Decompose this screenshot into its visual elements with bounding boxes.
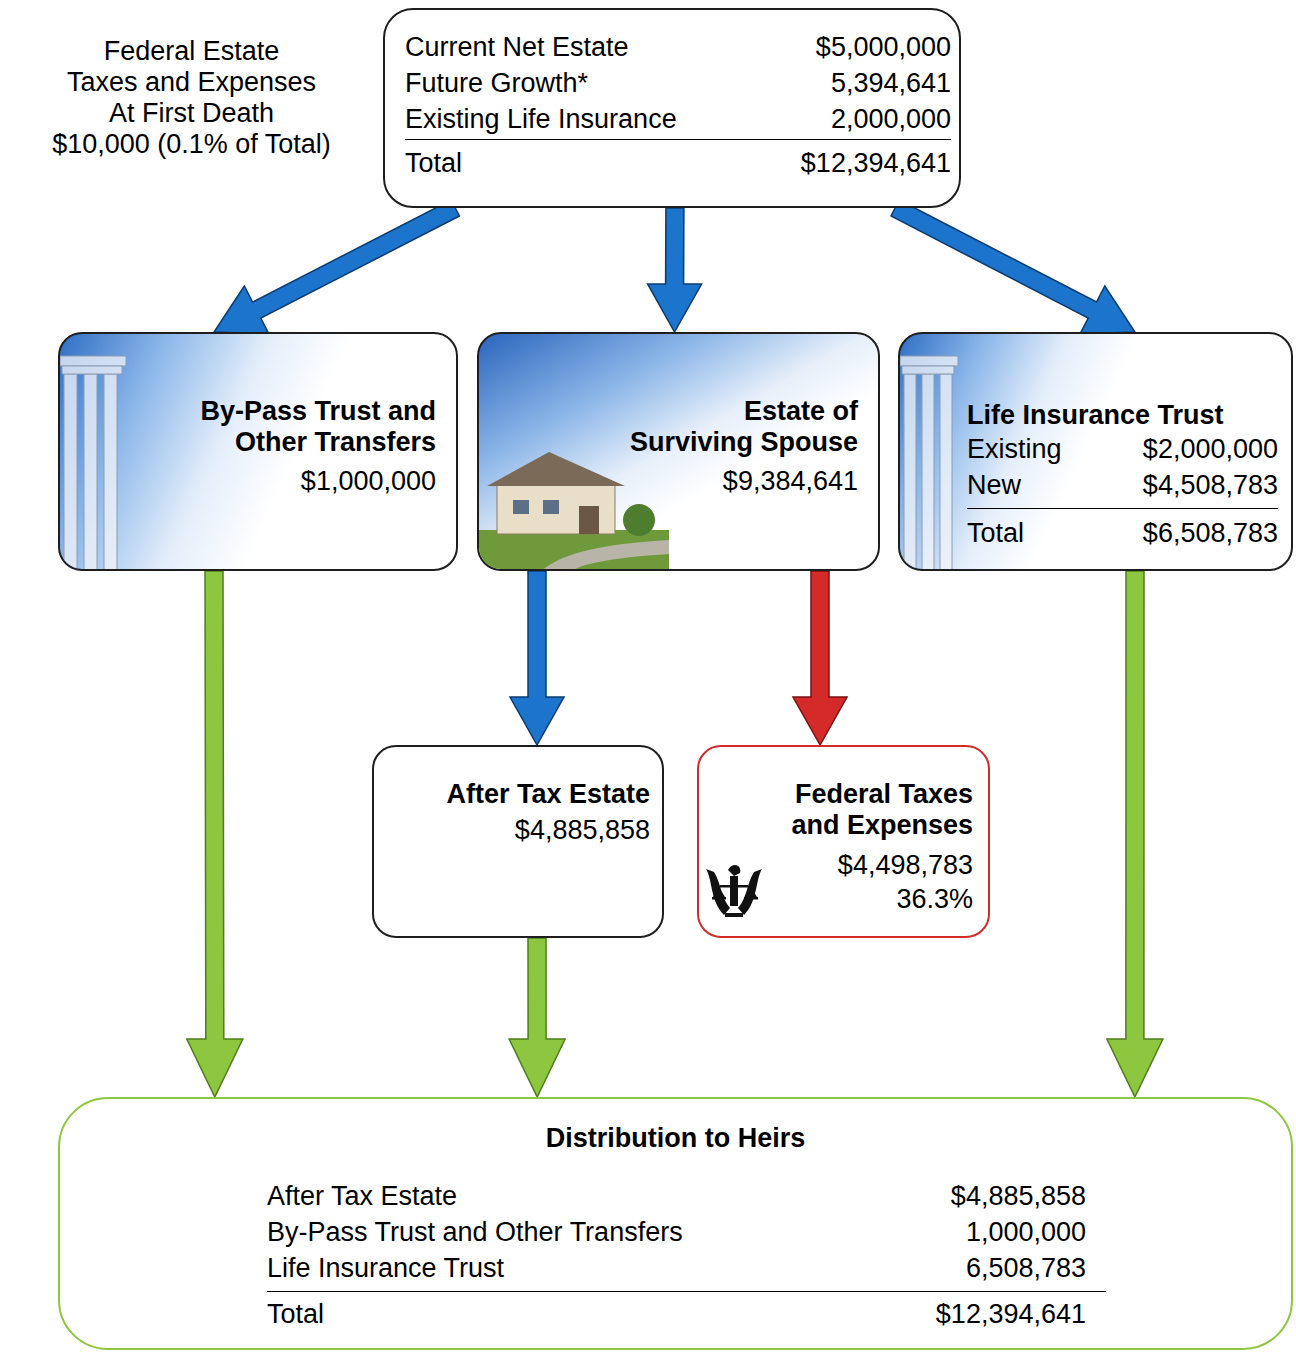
total-rule xyxy=(967,508,1278,509)
box-value: $12,394,641 xyxy=(801,148,951,179)
flow-arrow xyxy=(793,571,847,745)
bypass-trust-box: By-Pass Trust and Other Transfers $1,000,… xyxy=(58,332,458,571)
columns-picture xyxy=(60,334,132,571)
box-value: $4,885,858 xyxy=(515,815,650,846)
side-note-text: $10,000 (0.1% of Total) xyxy=(0,129,383,160)
irs-eagle-icon xyxy=(703,861,765,923)
box-value: Existing Life Insurance xyxy=(405,104,677,135)
box-value: After Tax Estate xyxy=(267,1181,457,1212)
federal-taxes-box: Federal Taxes and Expenses $4,498,78336.3… xyxy=(697,745,990,938)
box-value: $2,000,000 xyxy=(1143,434,1278,465)
box-heading: After Tax Estate xyxy=(446,779,650,810)
columns-picture xyxy=(900,334,962,571)
box-value: Total xyxy=(267,1299,324,1330)
flow-arrow xyxy=(891,200,1135,334)
box-value: Current Net Estate xyxy=(405,32,629,63)
box-value: $5,000,000 xyxy=(816,32,951,63)
flow-arrow xyxy=(509,938,565,1097)
total-rule xyxy=(405,139,951,140)
box-value: $9,384,641 xyxy=(723,466,858,497)
after-tax-estate-box: After Tax Estate $4,885,858 xyxy=(372,745,664,938)
side-note: Federal Estate Taxes and Expenses At Fir… xyxy=(0,36,383,160)
box-value: New xyxy=(967,470,1021,501)
total-rule xyxy=(267,1291,1106,1292)
box-value: 6,508,783 xyxy=(966,1253,1086,1284)
box-heading: By-Pass Trust and Other Transfers xyxy=(198,396,436,458)
box-value: Total xyxy=(967,518,1024,549)
box-value: 36.3% xyxy=(896,884,973,915)
estate-summary-box: Current Net Estate $5,000,000Future Growt… xyxy=(383,8,961,208)
box-value: 1,000,000 xyxy=(966,1217,1086,1248)
box-heading: Federal Taxes and Expenses xyxy=(789,779,973,841)
box-heading: Life Insurance Trust xyxy=(967,400,1224,431)
box-value: $4,885,858 xyxy=(951,1181,1086,1212)
box-value: 2,000,000 xyxy=(831,104,951,135)
box-value: Life Insurance Trust xyxy=(267,1253,504,1284)
box-value: $4,508,783 xyxy=(1143,470,1278,501)
flow-arrow xyxy=(214,200,459,334)
box-value: Existing xyxy=(967,434,1062,465)
surviving-spouse-box: Estate of Surviving Spouse $9,384,641 xyxy=(477,332,880,571)
flow-arrow xyxy=(1107,571,1163,1097)
flow-arrow xyxy=(187,571,243,1097)
box-value: $12,394,641 xyxy=(936,1299,1086,1330)
box-value: Total xyxy=(405,148,462,179)
box-value: $4,498,783 xyxy=(838,850,973,881)
box-value: By-Pass Trust and Other Transfers xyxy=(267,1217,683,1248)
flow-arrow xyxy=(510,571,564,745)
box-value: $6,508,783 xyxy=(1143,518,1278,549)
box-value: 5,394,641 xyxy=(831,68,951,99)
box-heading: Estate of Surviving Spouse xyxy=(627,396,858,458)
side-note-text: Federal Estate Taxes and Expenses At Fir… xyxy=(66,36,318,129)
life-insurance-trust-box: Life Insurance TrustExisting $2,000,000Ne… xyxy=(898,332,1293,571)
flow-arrow xyxy=(648,208,702,332)
box-value: Future Growth* xyxy=(405,68,588,99)
distribution-box: Distribution to HeirsAfter Tax Estate $4,… xyxy=(58,1097,1293,1350)
box-heading: Distribution to Heirs xyxy=(60,1123,1291,1154)
box-value: $1,000,000 xyxy=(301,466,436,497)
